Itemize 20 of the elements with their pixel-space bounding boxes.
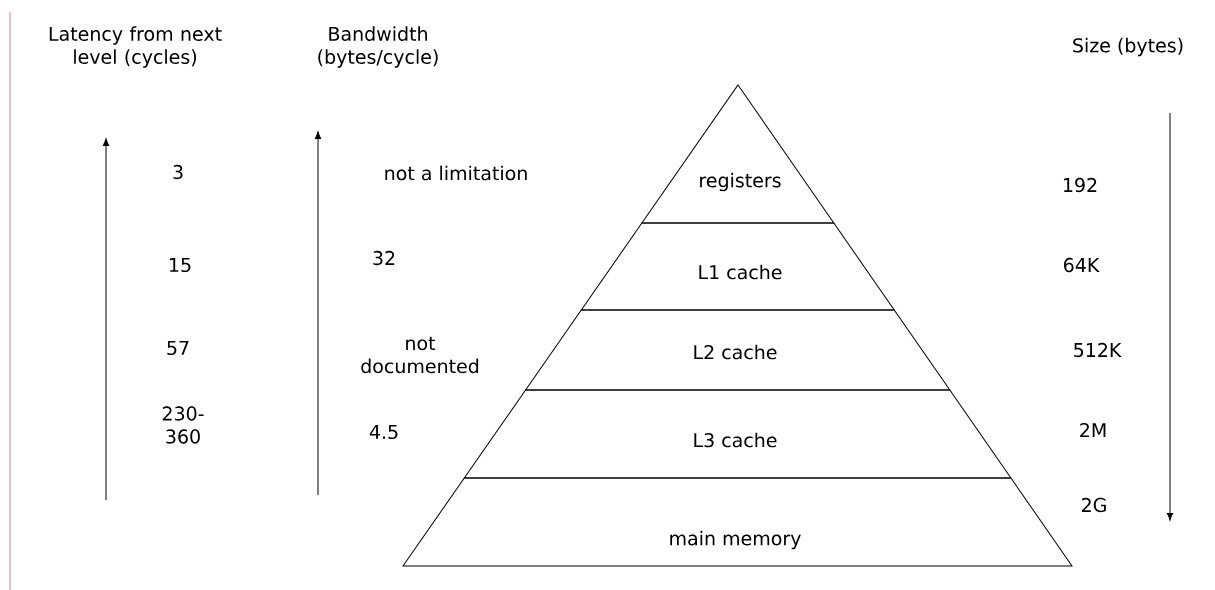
column-heading: Size (bytes) xyxy=(1073,37,1183,57)
value-label: 2M xyxy=(1080,422,1106,438)
pyramid-band: L1 cache xyxy=(580,222,895,311)
value-label: 3 xyxy=(173,164,183,180)
value-label: 512K xyxy=(1074,342,1122,358)
pyramid-band: main memory xyxy=(402,477,1073,567)
value-label: 57 xyxy=(167,340,189,356)
value-label: not documented xyxy=(361,336,479,374)
value-label: not a limitation xyxy=(385,165,527,181)
column-heading: Bandwidth (bytes/cycle) xyxy=(318,26,438,68)
pyramid-band: L3 cache xyxy=(463,389,1012,479)
value-label: 192 xyxy=(1063,177,1097,193)
value-label: 15 xyxy=(170,257,191,273)
column-heading: Latency from next level (cycles) xyxy=(49,26,222,68)
value-label: 32 xyxy=(373,250,395,266)
value-label: 230- 360 xyxy=(162,406,204,444)
pyramid-band: registers xyxy=(641,84,835,224)
pyramid-band: L2 cache xyxy=(525,309,951,391)
value-label: 64K xyxy=(1064,257,1100,273)
value-label: 4.5 xyxy=(369,424,398,440)
